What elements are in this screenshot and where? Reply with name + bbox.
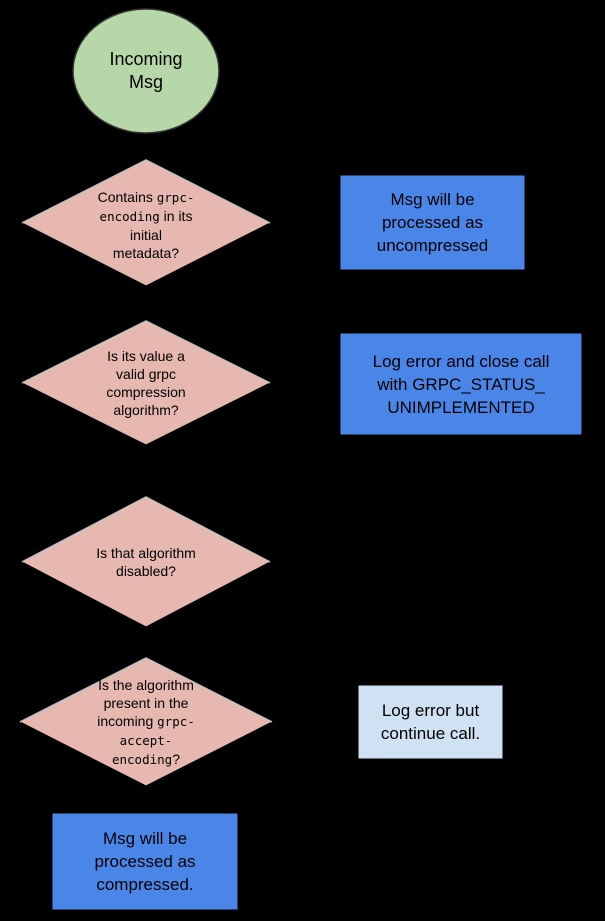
decision-line: encoding? bbox=[111, 751, 180, 767]
decision-line: Is the algorithm bbox=[98, 677, 194, 693]
decision-algorithm-disabled-label: Is that algorithm disabled? bbox=[96, 545, 196, 579]
decision-line: initial bbox=[130, 227, 162, 243]
outcome-uncompressed-box bbox=[339, 174, 526, 271]
decision-line: incoming grpc- bbox=[97, 713, 195, 729]
decision-in-accept-encoding-label: Is the algorithm present in the incoming… bbox=[36, 676, 256, 769]
decision-diamonds bbox=[18, 159, 274, 787]
decision-algorithm-disabled-highlight bbox=[21, 496, 271, 563]
decision-line: metadata? bbox=[112, 245, 180, 261]
decision-valid-algorithm-label: Is its value a valid grpc compression al… bbox=[106, 348, 186, 418]
decision-line: encoding in its bbox=[99, 208, 193, 224]
decision-line: Contains grpc- bbox=[97, 189, 195, 205]
decision-valid-algorithm-highlight bbox=[21, 320, 271, 384]
outcome-uncompressed-label: Msg will be processed as uncompressed bbox=[376, 190, 489, 255]
connector-lines bbox=[139, 134, 356, 811]
outcome-log-continue-label: Log error but continue call. bbox=[380, 701, 481, 743]
decision-line: accept- bbox=[119, 733, 173, 748]
outcome-compressed-label: Msg will be processed as compressed. bbox=[94, 829, 196, 894]
outcome-unimplemented-box bbox=[339, 332, 583, 436]
decision-contains-encoding-highlight bbox=[21, 159, 271, 224]
outcome-compressed-box bbox=[51, 812, 239, 911]
start-ellipse bbox=[72, 8, 220, 134]
outcome-log-continue-box bbox=[357, 684, 504, 760]
decision-contains-encoding-label: Contains grpc- encoding in its initial m… bbox=[46, 188, 246, 262]
outcome-boxes bbox=[51, 174, 583, 911]
outcome-unimplemented-label: Log error and close call with GRPC_STATU… bbox=[372, 352, 550, 417]
decision-line: present in the bbox=[103, 695, 189, 711]
decision-in-accept-encoding-highlight bbox=[19, 657, 273, 723]
start-label: Incoming Msg bbox=[109, 49, 183, 92]
